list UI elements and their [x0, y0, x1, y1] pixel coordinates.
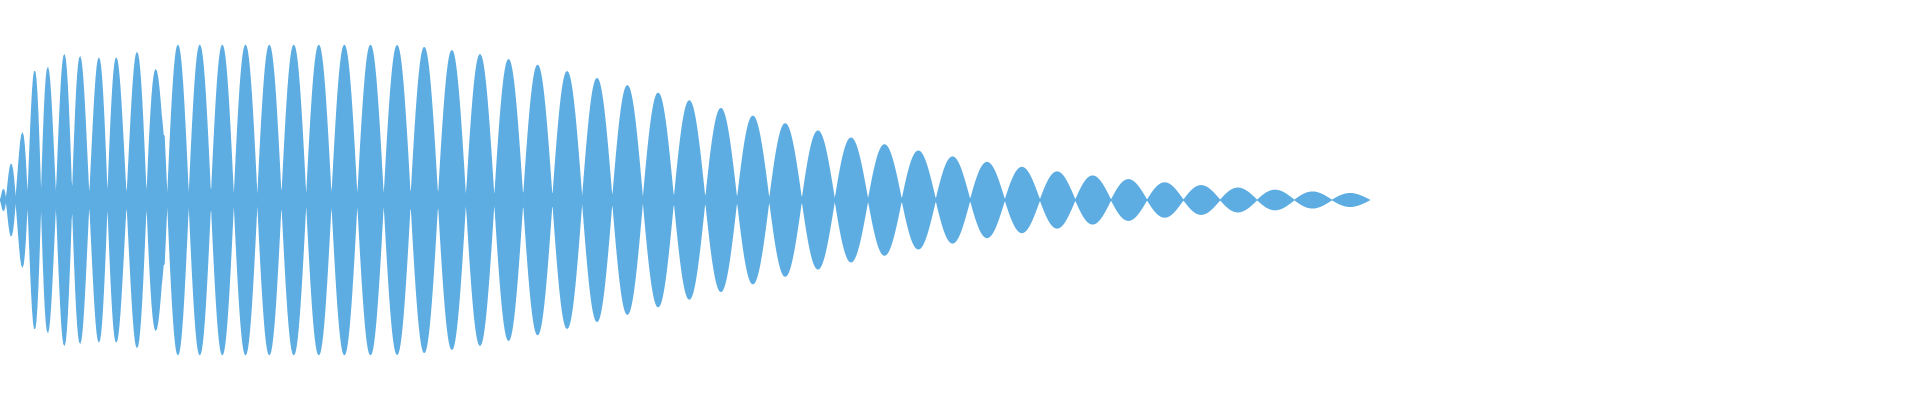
waveform-shape	[0, 44, 1371, 356]
